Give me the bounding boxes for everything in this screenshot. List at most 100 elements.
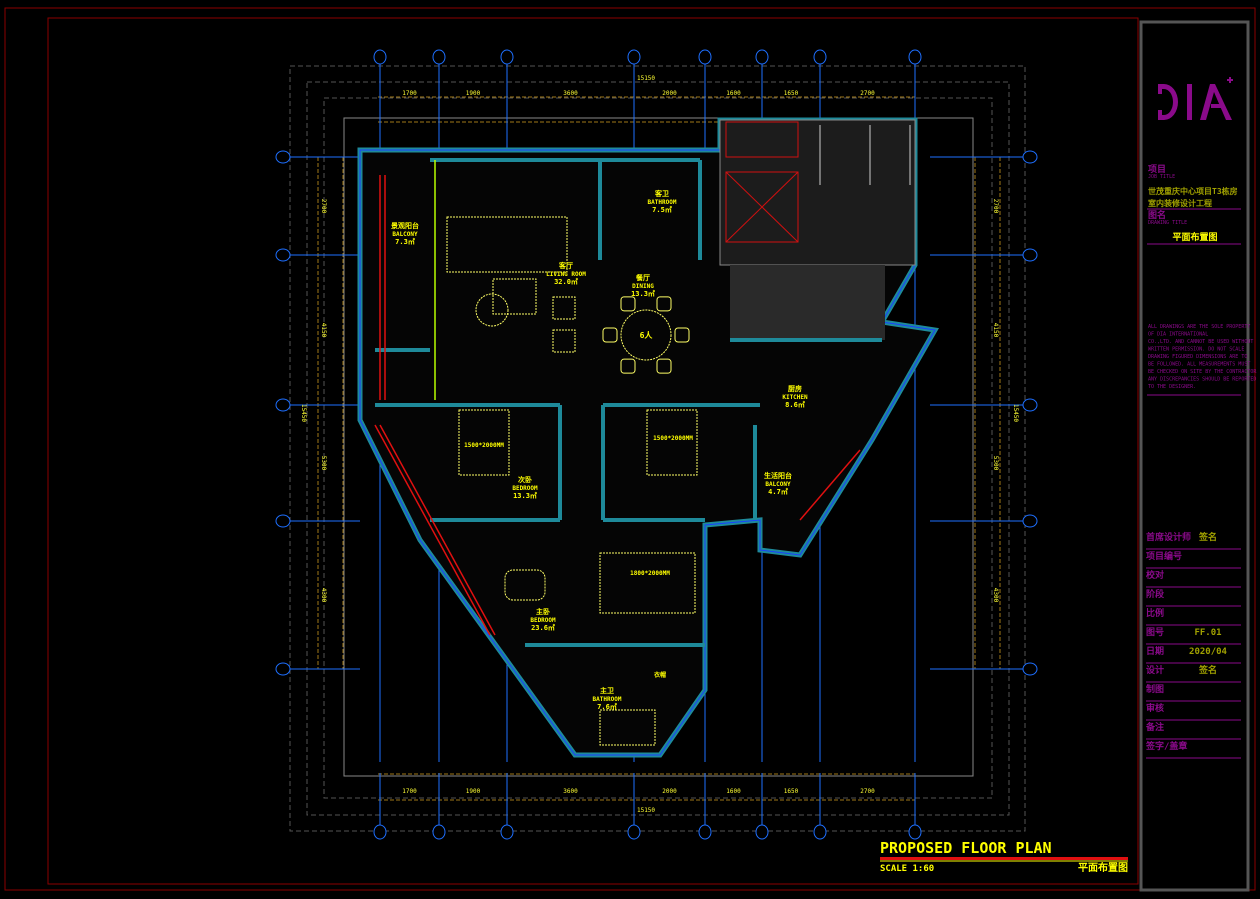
dimension-label: 4150	[992, 323, 999, 338]
room-label-area: 7.5㎡	[652, 205, 672, 214]
room-label-en: BEDROOM	[530, 617, 556, 624]
room-label-cn: 生活阳台	[764, 471, 792, 480]
note-line: ANY DISCREPANCIES SHOULD BE REPORTED	[1148, 377, 1256, 383]
dining-chair	[656, 358, 672, 374]
grid-bubble	[373, 824, 387, 840]
dimension-label: 4300	[992, 588, 999, 603]
grid-bubble	[755, 49, 769, 65]
dimension-label: 2700	[860, 788, 875, 795]
room-label-cn: 客卫	[654, 189, 669, 198]
project-name-2: 室内装修设计工程	[1148, 198, 1212, 208]
note-line: WRITTEN PERMISSION. DO NOT SCALE	[1148, 347, 1244, 353]
room-label-cn: 次卧	[518, 475, 532, 484]
room-label-cn: 餐厅	[635, 273, 650, 282]
grid-bubble	[1022, 662, 1038, 676]
title-block-row-label: 制图	[1146, 683, 1164, 695]
drawing-label-en: DRAWING TITLE	[1148, 220, 1187, 226]
note-line: BE FOLLOWED. ALL MEASUREMENTS MUST	[1148, 362, 1250, 368]
drawing-scale: SCALE 1:60	[880, 864, 934, 874]
note-line: TO THE DESIGNER.	[1148, 384, 1196, 390]
dimension-label: 5300	[320, 456, 327, 471]
room-label-cn: 主卧	[536, 607, 550, 616]
grid-bubble	[698, 824, 712, 840]
dimension-label: 2700	[320, 199, 327, 214]
dimension-label: 15450	[300, 404, 307, 422]
drawing-label: 图名	[1148, 209, 1166, 221]
title-block-row-label: 设计	[1146, 664, 1164, 676]
dimension-label: 3600	[563, 90, 578, 97]
dimension-label: 15150	[637, 75, 655, 82]
dining-chair	[620, 296, 636, 312]
dining-chair	[620, 358, 636, 374]
title-block-row-label: 项目编号	[1146, 550, 1182, 562]
dimension-label: 2000	[662, 90, 677, 97]
grid-bubble	[1022, 398, 1038, 412]
note-line: DRAWING FIGURED DIMENSIONS ARE TO	[1148, 354, 1247, 360]
elevator	[725, 121, 799, 243]
dimension-label: 4300	[320, 588, 327, 603]
grid-bubble	[500, 49, 514, 65]
grid-bubble	[275, 248, 291, 262]
dining-chair	[656, 296, 672, 312]
dimension-label: 15450	[1012, 404, 1019, 422]
drawing-name: 平面布置图	[1172, 231, 1217, 243]
furniture-labels: 6人 1500*2000MM 1500*2000MM 1800*2000MM 衣…	[464, 330, 693, 679]
room-label-en: BEDROOM	[512, 485, 538, 492]
grid-bubble	[627, 824, 641, 840]
core-hatch	[730, 265, 885, 340]
note-line: ALL DRAWINGS ARE THE SOLE PROPERTY	[1148, 324, 1250, 330]
grid-bubble	[275, 514, 291, 528]
room-label-en: DINING	[632, 283, 654, 290]
dimension-label: 1700	[402, 90, 417, 97]
note-line: BE CHECKED ON SITE BY THE CONTRACTOR	[1148, 369, 1257, 375]
closet-label: 衣帽	[654, 671, 666, 679]
grid-bubble	[275, 398, 291, 412]
plan-frame	[343, 117, 974, 777]
title-block-row-label: 阶段	[1146, 588, 1165, 600]
title-block-row-value: 2020/04	[1189, 647, 1228, 657]
windows	[374, 175, 861, 636]
room-label-cn: 客厅	[558, 261, 573, 270]
dia-logo	[1158, 77, 1233, 120]
title-underline	[880, 857, 1128, 860]
dining-chairs	[602, 296, 690, 374]
title-block-row-value: 签名	[1198, 664, 1217, 676]
boundary-2	[306, 81, 1010, 816]
dimension-label: 4150	[320, 323, 327, 338]
title-block-row-label: 日期	[1146, 645, 1164, 657]
room-label-area: 32.0㎡	[554, 277, 578, 286]
dimension-label: 1650	[784, 90, 799, 97]
project-label-en: JOB TITLE	[1148, 174, 1175, 180]
note-line: CO.,LTD. AND CANNOT BE USED WITHOUT	[1148, 339, 1253, 345]
boundary-3	[323, 97, 993, 799]
title-block-row-value: FF.01	[1194, 628, 1221, 638]
grid-bubble	[373, 49, 387, 65]
furniture	[446, 216, 698, 746]
grid-bubble	[1022, 150, 1038, 164]
bed-label: 1500*2000MM	[653, 435, 693, 442]
title-block	[1139, 20, 1250, 892]
title-block-row-label: 首席设计师	[1146, 531, 1191, 543]
note-line: OF DIA INTERNATIONAL	[1148, 332, 1208, 338]
room-label-area: 7.6㎡	[597, 702, 617, 711]
dimension-label: 2000	[662, 788, 677, 795]
dimension-label: 1650	[784, 788, 799, 795]
grid-bubble	[813, 49, 827, 65]
room-label-en: KITCHEN	[782, 394, 808, 401]
title-block-row-label: 签字/盖章	[1145, 740, 1187, 752]
core-shaft	[719, 119, 916, 266]
room-label-en: BALCONY	[392, 231, 418, 238]
grid-bubble	[908, 49, 922, 65]
grid-bubble	[813, 824, 827, 840]
grid-bubble	[275, 662, 291, 676]
dimension-label: 1600	[726, 788, 741, 795]
grid-bubble	[1022, 248, 1038, 262]
grid-axes	[275, 49, 1038, 840]
title-block-row-label: 备注	[1145, 721, 1164, 733]
stair	[819, 125, 911, 185]
drawing-title-cn: 平面布置图	[1078, 861, 1128, 874]
title-block-row-value: 签名	[1198, 531, 1217, 543]
dimension-label: 1600	[726, 90, 741, 97]
drawing-title: PROPOSED FLOOR PLAN	[880, 839, 1052, 857]
